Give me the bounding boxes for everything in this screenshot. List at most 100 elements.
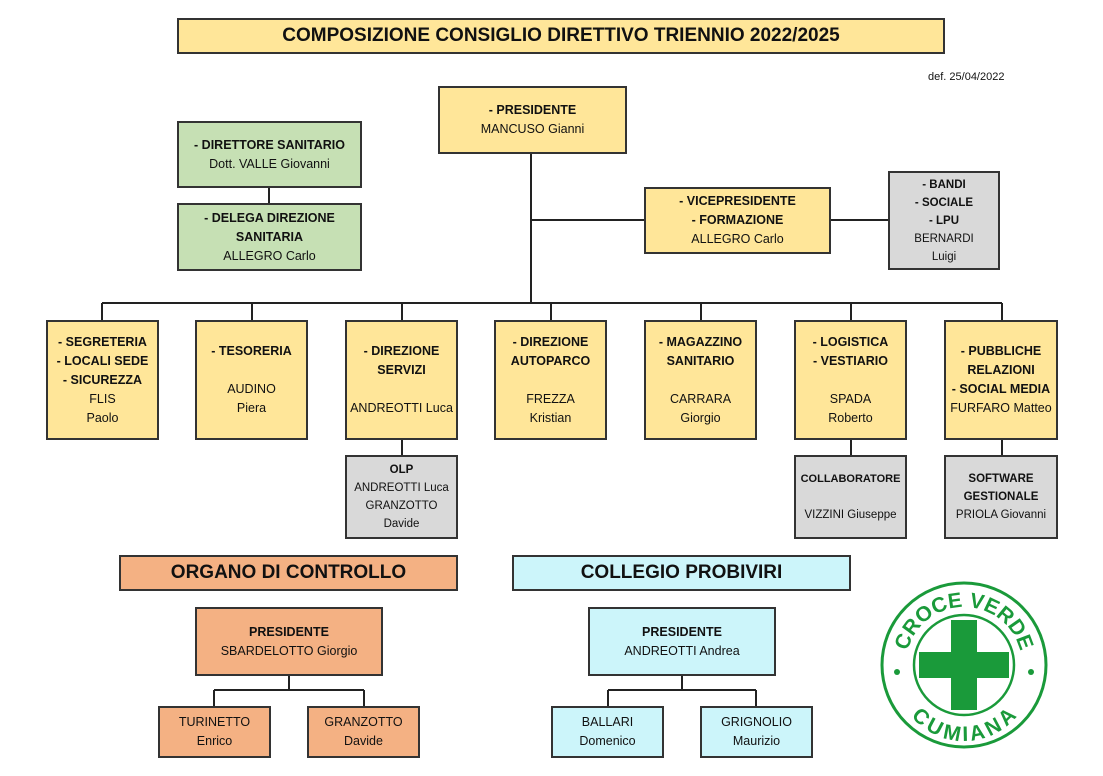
spacer <box>250 361 253 380</box>
person-name: PRIOLA Giovanni <box>955 509 1047 521</box>
person-name: SPADA <box>829 391 872 406</box>
person-name: ANDREOTTI Andrea <box>624 643 740 658</box>
person-name: ANDREOTTI Luca <box>350 401 453 415</box>
direzione-servizi-box: - DIREZIONE SERVIZI ANDREOTTI Luca <box>345 320 458 440</box>
segreteria-box: - SEGRETERIA - LOCALI SEDE - SICUREZZA F… <box>46 320 159 440</box>
person-name: FURFARO Matteo <box>950 401 1052 415</box>
role-label: - MAGAZZINO <box>658 334 743 349</box>
person-name: BALLARI <box>581 715 634 729</box>
person-name: CARRARA <box>669 391 732 406</box>
person-name: Luigi <box>931 250 957 263</box>
spacer <box>699 371 702 390</box>
role-label: PRESIDENTE <box>642 624 722 639</box>
bandi-sociale-lpu-box: - BANDI - SOCIALE - LPU BERNARDI Luigi <box>888 171 1000 270</box>
person-name: ALLEGRO Carlo <box>691 232 784 246</box>
collegio-probiviri-title: COLLEGIO PROBIVIRI <box>512 555 851 591</box>
role-label: SOFTWARE <box>968 473 1034 485</box>
collegio-member-box: GRIGNOLIO Maurizio <box>700 706 813 758</box>
logo-bottom-text: CUMIANA <box>907 704 1021 747</box>
person-name: Dott. VALLE Giovanni <box>209 156 330 171</box>
role-label: - VICEPRESIDENTE <box>679 194 796 208</box>
collaboratore-box: COLLABORATORE VIZZINI Giuseppe <box>794 455 907 539</box>
direttore-sanitario-box: - DIRETTORE SANITARIO Dott. VALLE Giovan… <box>177 121 362 188</box>
person-name: Davide <box>383 518 420 530</box>
cross-horizontal <box>919 652 1009 678</box>
person-name: BERNARDI <box>914 232 974 245</box>
role-label: - PRESIDENTE <box>488 103 577 117</box>
role-label: - FORMAZIONE <box>691 213 784 227</box>
role-label: - PUBBLICHE <box>960 344 1042 358</box>
pubbliche-relazioni-box: - PUBBLICHE RELAZIONI - SOCIAL MEDIA FUR… <box>944 320 1058 440</box>
person-name: Enrico <box>196 734 233 748</box>
person-name: Kristian <box>529 410 572 425</box>
role-label: - DELEGA DIREZIONE <box>204 210 335 225</box>
role-label: - SOCIAL MEDIA <box>951 382 1051 396</box>
organo-member-box: TURINETTO Enrico <box>158 706 271 758</box>
spacer <box>849 488 852 506</box>
person-name: GRANZOTTO <box>324 715 403 729</box>
role-label: - BANDI <box>922 178 966 191</box>
person-name: ANDREOTTI Luca <box>354 482 449 494</box>
logo-dot-right <box>1028 669 1034 675</box>
role-label: - SOCIALE <box>914 196 974 209</box>
organo-di-controllo-title: ORGANO DI CONTROLLO <box>119 555 458 591</box>
role-label: - TESORERIA <box>211 344 292 358</box>
role-label: - VESTIARIO <box>812 353 888 368</box>
person-name: Piera <box>236 401 267 415</box>
spacer <box>400 380 403 399</box>
role-label: RELAZIONI <box>967 363 1035 377</box>
person-name: Paolo <box>86 410 119 425</box>
person-name: GRIGNOLIO <box>721 715 792 729</box>
vicepresidente-box: - VICEPRESIDENTE - FORMAZIONE ALLEGRO Ca… <box>644 187 831 254</box>
person-name: Domenico <box>579 734 636 748</box>
delega-direzione-box: - DELEGA DIREZIONE SANITARIA ALLEGRO Car… <box>177 203 362 271</box>
person-name: VIZZINI Giuseppe <box>804 509 897 521</box>
person-name: Roberto <box>828 410 873 425</box>
person-name: FLIS <box>89 391 116 406</box>
croce-verde-logo: CROCE VERDE CUMIANA <box>880 581 1048 749</box>
role-label: - SICUREZZA <box>62 372 143 387</box>
role-label: - LOGISTICA <box>812 334 889 349</box>
presidente-box: - PRESIDENTE MANCUSO Gianni <box>438 86 627 154</box>
collegio-presidente-box: PRESIDENTE ANDREOTTI Andrea <box>588 607 776 676</box>
person-name: FREZZA <box>526 391 575 406</box>
tesoreria-box: - TESORERIA AUDINO Piera <box>195 320 308 440</box>
organo-presidente-box: PRESIDENTE SBARDELOTTO Giorgio <box>195 607 383 676</box>
role-label: GESTIONALE <box>963 491 1039 503</box>
collegio-member-box: BALLARI Domenico <box>551 706 664 758</box>
role-label: SANITARIO <box>666 353 735 368</box>
role-label: AUTOPARCO <box>510 353 591 368</box>
software-gestionale-box: SOFTWARE GESTIONALE PRIOLA Giovanni <box>944 455 1058 539</box>
person-name: ALLEGRO Carlo <box>223 248 316 263</box>
role-label: OLP <box>389 464 414 476</box>
role-label: SERVIZI <box>377 363 426 377</box>
role-label: - DIREZIONE <box>363 344 440 358</box>
person-name: GRANZOTTO <box>365 500 438 512</box>
organo-member-box: GRANZOTTO Davide <box>307 706 420 758</box>
logo-inner-ring <box>912 613 1016 717</box>
person-name: AUDINO <box>227 382 276 396</box>
person-name: Davide <box>344 734 383 748</box>
person-name: Giorgio <box>680 410 721 425</box>
role-label: PRESIDENTE <box>249 624 329 639</box>
olp-box: OLP ANDREOTTI Luca GRANZOTTO Davide <box>345 455 458 539</box>
person-name: MANCUSO Gianni <box>480 122 585 136</box>
spacer <box>849 371 852 390</box>
revision-date: def. 25/04/2022 <box>928 71 1005 83</box>
logo-dot-left <box>894 669 900 675</box>
role-label: - DIREZIONE <box>512 334 589 349</box>
logo-outer-ring <box>880 581 1048 749</box>
role-label: - DIRETTORE SANITARIO <box>194 137 345 152</box>
page-title: COMPOSIZIONE CONSIGLIO DIRETTIVO TRIENNI… <box>177 18 945 54</box>
person-name: Maurizio <box>732 734 781 748</box>
role-label: - LPU <box>928 214 960 227</box>
role-label: SANITARIA <box>235 229 304 244</box>
person-name: SBARDELOTTO Giorgio <box>220 643 358 658</box>
role-label: COLLABORATORE <box>800 473 901 485</box>
logistica-box: - LOGISTICA - VESTIARIO SPADA Roberto <box>794 320 907 440</box>
magazzino-sanitario-box: - MAGAZZINO SANITARIO CARRARA Giorgio <box>644 320 757 440</box>
role-label: - LOCALI SEDE <box>56 353 149 368</box>
spacer <box>549 371 552 390</box>
person-name: TURINETTO <box>178 715 251 729</box>
